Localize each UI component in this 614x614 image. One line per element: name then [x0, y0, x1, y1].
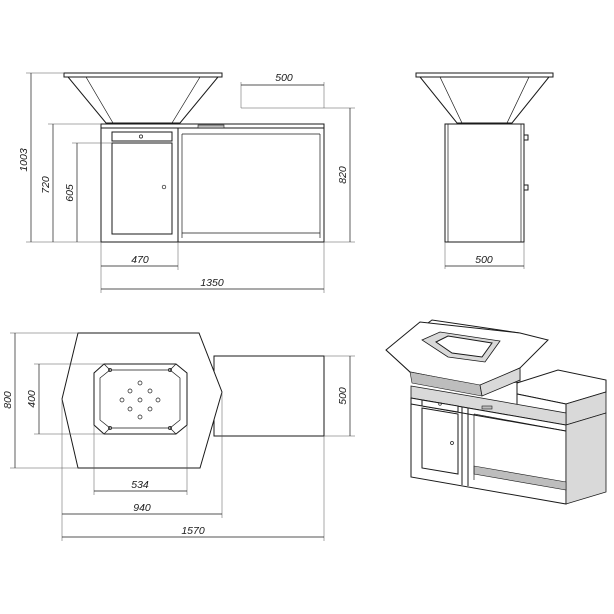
bowl-body: [66, 76, 220, 124]
bowl-inner-line-left: [85, 76, 114, 124]
iso-door-knob: [450, 441, 454, 445]
dim-label-500-top-view: 500: [337, 387, 349, 405]
brand-plate: [197, 124, 225, 129]
side-hinge-top: [523, 134, 529, 141]
dim-label-940: 940: [133, 502, 151, 514]
vent-hole: [127, 406, 133, 412]
dim-label-470: 470: [131, 254, 149, 266]
iso-drawer: [421, 399, 459, 413]
dim-label-500-front: 500: [275, 72, 293, 84]
dim-label-1350: 1350: [200, 277, 224, 289]
plate-screw-4: [168, 426, 172, 430]
dim-label-1570: 1570: [181, 525, 205, 537]
iso-bowl-edge: [385, 349, 411, 373]
cabinet-door: [111, 142, 173, 235]
bowl-inner-line-right: [171, 76, 201, 124]
dim-label-720: 720: [40, 176, 52, 194]
side-bowl-body: [418, 76, 551, 124]
front-view: 1003 720 605 500 820 470 1350: [18, 72, 355, 293]
dim-label-1003: 1003: [18, 148, 30, 172]
iso-cabinet-side: [565, 412, 607, 505]
cabinet-body: [100, 123, 325, 243]
side-view: 500: [415, 72, 554, 269]
iso-drawer-knob: [438, 402, 442, 406]
top-view: 800 400 500 534 940 1570: [2, 332, 355, 541]
drawer-front: [111, 131, 173, 142]
dim-label-500-side: 500: [475, 254, 493, 266]
vent-hole: [147, 406, 153, 412]
iso-shelf-back-top: [473, 413, 567, 432]
dim-label-534: 534: [131, 479, 149, 491]
dim-label-400: 400: [26, 390, 38, 408]
grill-vent-holes: [119, 380, 161, 420]
side-cabinet-body: [444, 123, 525, 243]
door-knob: [161, 184, 167, 190]
vent-hole: [147, 388, 153, 394]
dim-label-800: 800: [2, 391, 14, 409]
iso-door: [421, 407, 459, 475]
vent-hole: [137, 414, 143, 420]
plate-screw-2: [168, 368, 172, 372]
plate-screw-1: [108, 368, 112, 372]
bowl-rim: [63, 72, 223, 78]
vent-hole: [119, 397, 125, 403]
iso-brand-plate: [481, 405, 493, 410]
top-right-counter: [213, 355, 325, 437]
iso-cabinet-top-strip: [410, 385, 567, 426]
drawer-knob: [139, 134, 143, 139]
side-hinge-bottom: [523, 184, 529, 191]
vent-hole: [137, 397, 143, 403]
side-bowl-line-right: [506, 76, 530, 124]
dim-label-605: 605: [64, 184, 76, 202]
dim-label-820: 820: [337, 166, 349, 184]
vent-hole: [137, 380, 143, 386]
side-bowl-line-left: [439, 76, 463, 124]
side-bowl-rim: [415, 72, 554, 78]
vent-hole: [155, 397, 161, 403]
iso-bowl-inner: [435, 335, 493, 358]
plate-screw-3: [108, 426, 112, 430]
vent-hole: [127, 388, 133, 394]
iso-view: [385, 319, 607, 505]
iso-bowl-skirt-side: [479, 367, 521, 397]
